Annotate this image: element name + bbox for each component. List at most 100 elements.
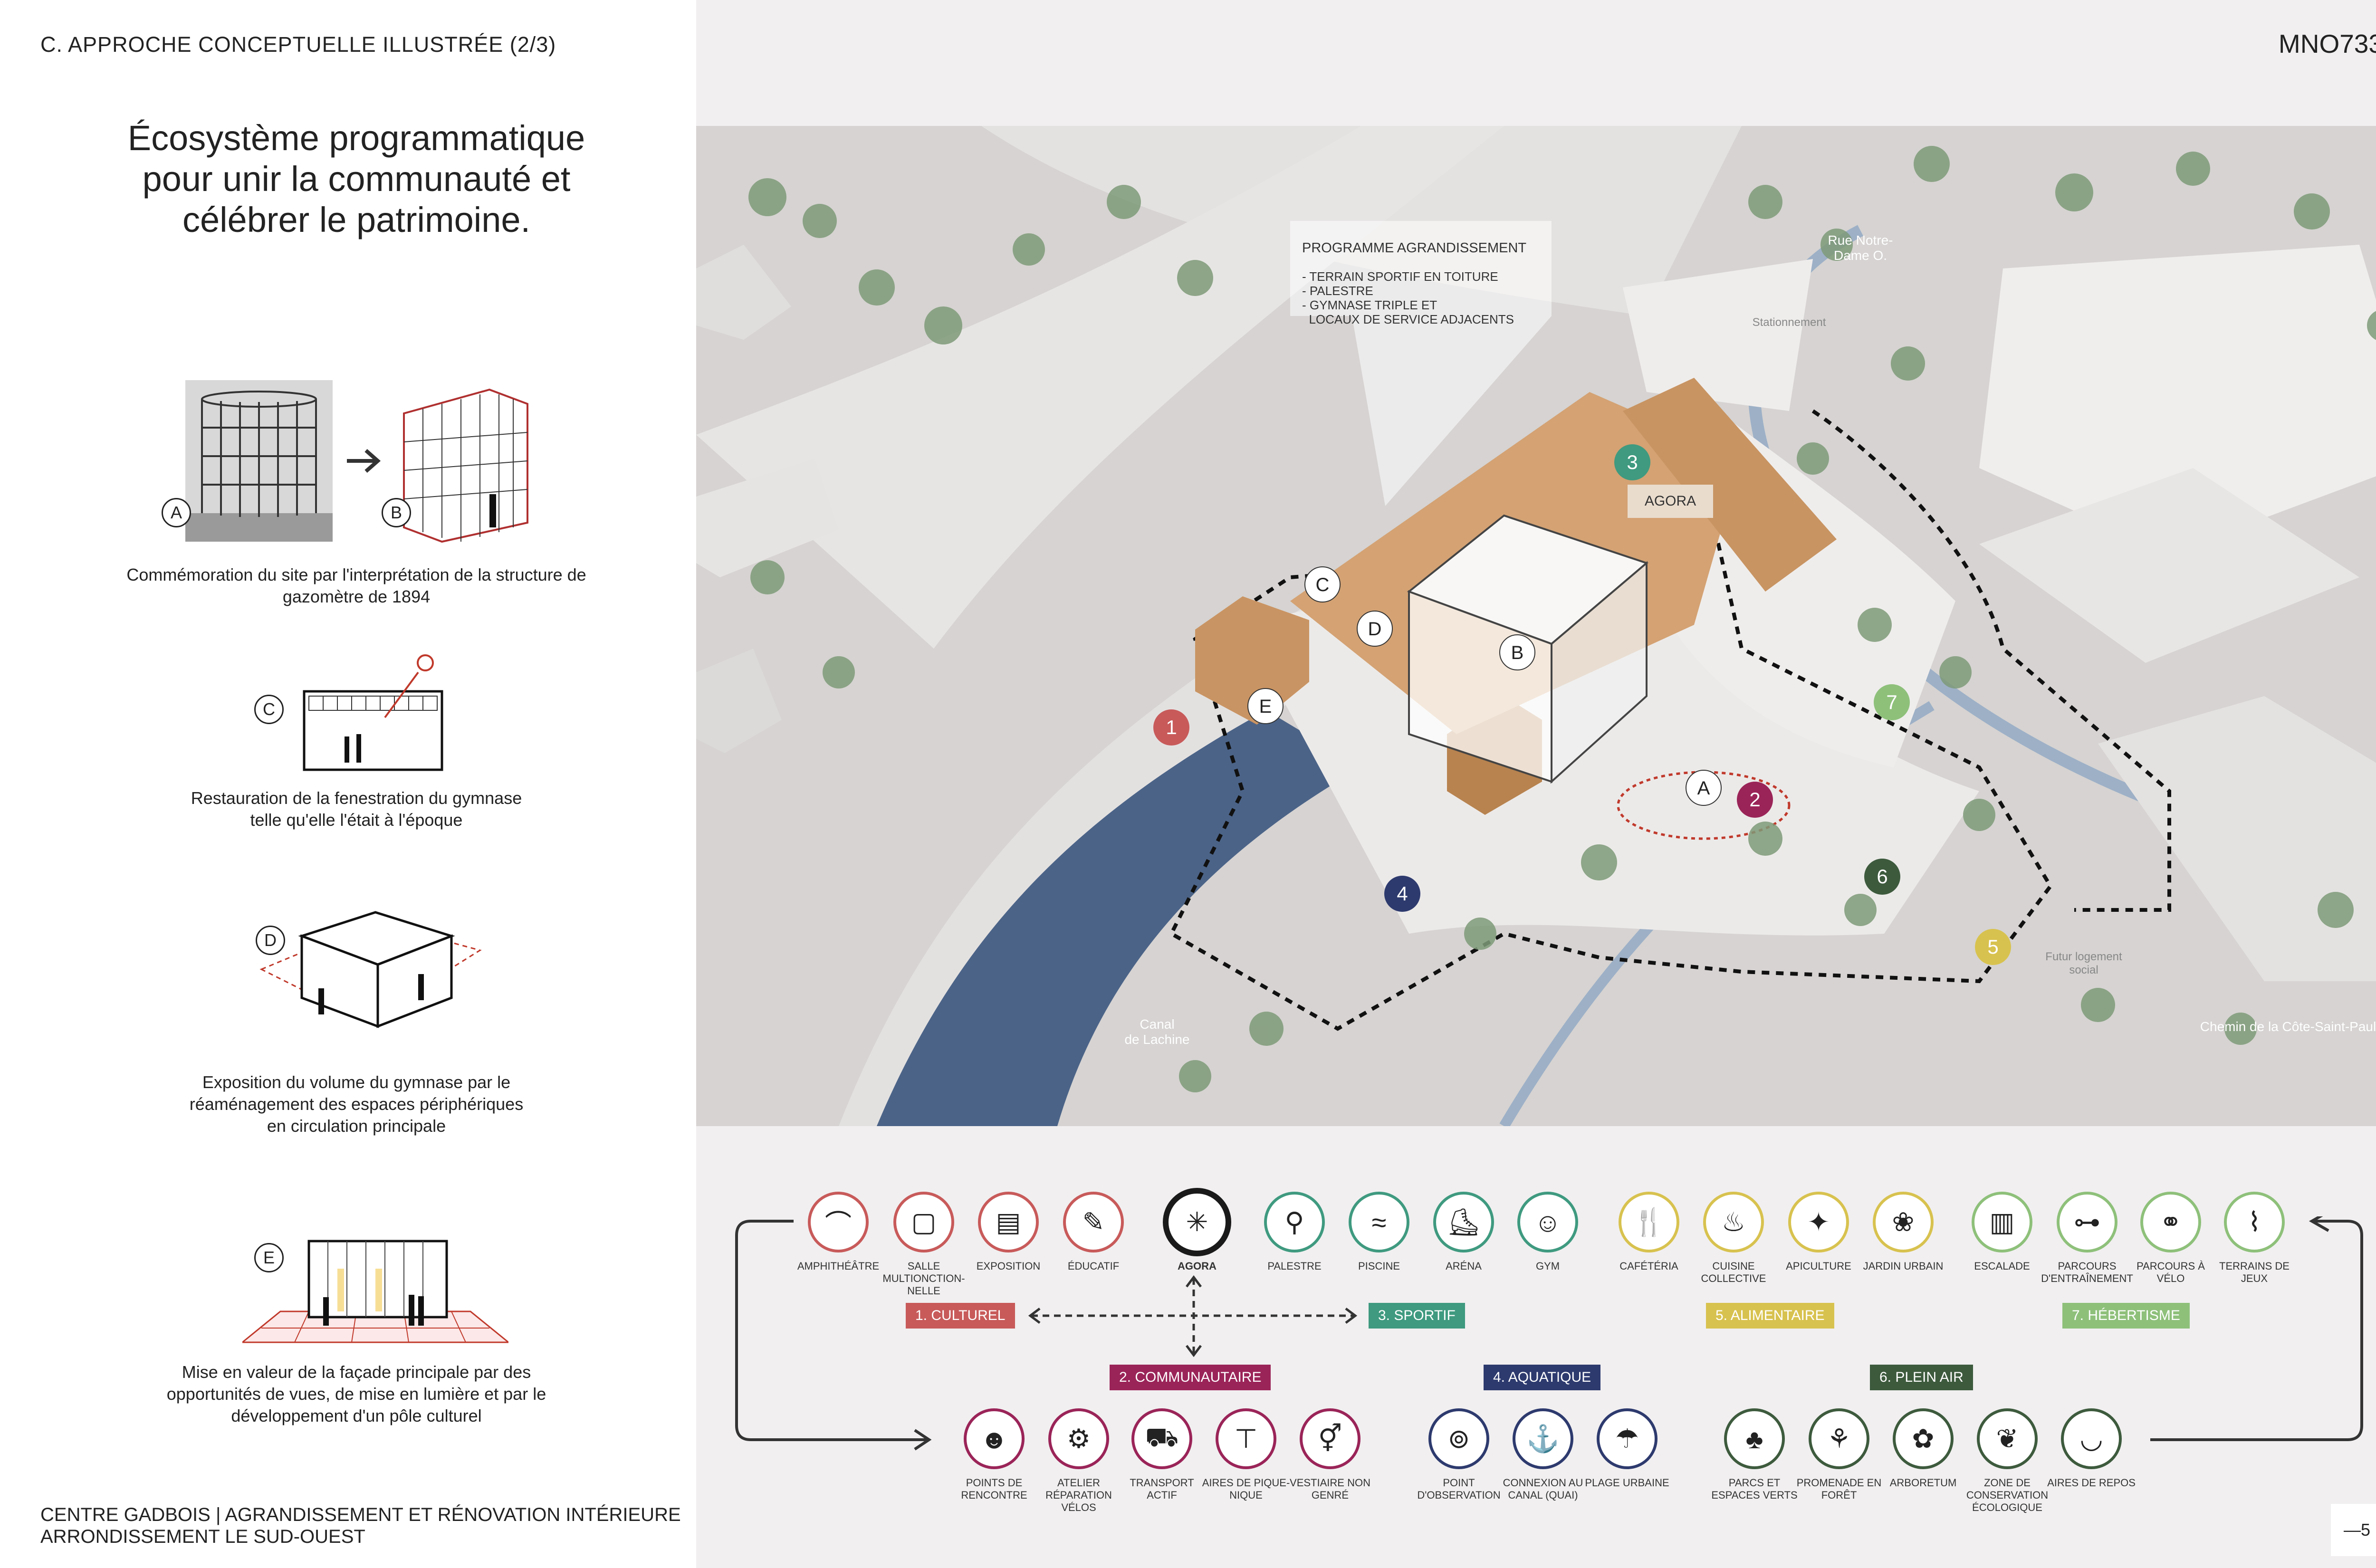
- headline-line: Écosystème programmatique: [127, 118, 585, 158]
- category-communautaire: 2. COMMUNAUTAIRE: [1110, 1365, 1271, 1390]
- slide-icon: ⌇: [2224, 1192, 2285, 1252]
- legend-item-label: PALESTRE: [1267, 1260, 1322, 1272]
- site-plan: PROGRAMME AGRANDISSEMENT - TERRAIN SPORT…: [696, 126, 2376, 1126]
- callout-item: - GYMNASE TRIPLE ET: [1302, 298, 1437, 312]
- legend-item-label: APICULTURE: [1786, 1260, 1851, 1272]
- agora-label: AGORA: [1628, 485, 1713, 518]
- footer-line: ARRONDISSEMENT LE SUD-OUEST: [40, 1526, 365, 1547]
- dumbbell-icon: ⊶: [2057, 1192, 2117, 1252]
- canal-label: Canal de Lachine: [1110, 1017, 1205, 1047]
- canal-line: de Lachine: [1124, 1032, 1190, 1047]
- caption-line: Mise en valeur de la façade principale p…: [182, 1362, 531, 1382]
- gender-neutral-icon: ⚥: [1300, 1408, 1360, 1469]
- callout-item: LOCAUX DE SERVICE ADJACENTS: [1302, 312, 1514, 326]
- stove-icon: ♨: [1703, 1192, 1764, 1252]
- legend-item-label: VESTIAIRE NON GENRÉ: [1290, 1477, 1370, 1501]
- education-icon: ✎: [1063, 1192, 1124, 1252]
- picnic-table-icon: ⊤: [1216, 1408, 1276, 1469]
- street-label: Rue Notre- Dame O.: [1813, 233, 1908, 263]
- park-trees-icon: ♣: [1724, 1408, 1785, 1469]
- callout-item: - TERRAIN SPORTIF EN TOITURE: [1302, 269, 1498, 284]
- concept-column: C. APPROCHE CONCEPTUELLE ILLUSTRÉE (2/3)…: [0, 0, 696, 1568]
- site-plan-drawing: [696, 126, 2376, 1126]
- caption-line: développement d'un pôle culturel: [231, 1406, 482, 1425]
- legend-item-label: PARCOURS À VÉLO: [2136, 1260, 2205, 1284]
- category-pleinair: 6. PLEIN AIR: [1870, 1365, 1973, 1390]
- legend-item-label: PARCOURS D'ENTRAÎNEMENT: [2041, 1260, 2133, 1284]
- zone-marker-7: 7: [1874, 684, 1910, 720]
- map-label-e: E: [1247, 688, 1284, 724]
- gym-icon: ☺: [1517, 1192, 1578, 1252]
- legend-item-label: SALLE MULTIONCTION-NELLE: [882, 1260, 965, 1297]
- caption-line: Restauration de la fenestration du gymna…: [191, 788, 522, 808]
- swimming-pool-icon: ≈: [1349, 1192, 1409, 1252]
- caption-line: telle qu'elle l'était à l'époque: [250, 810, 463, 830]
- street-line: Dame O.: [1833, 248, 1887, 263]
- project-footer: CENTRE GADBOIS | AGRANDISSEMENT ET RÉNOV…: [40, 1504, 681, 1548]
- gym-volume-illustration: [259, 911, 482, 1028]
- street-line: Rue Notre-: [1828, 233, 1893, 248]
- callout-item: - PALESTRE: [1302, 284, 1373, 298]
- zone-marker-5: 5: [1975, 929, 2011, 965]
- legend-item-label: ARBORETUM: [1889, 1477, 1957, 1489]
- category-aquatique: 4. AQUATIQUE: [1484, 1365, 1601, 1390]
- dock-icon: ⚓: [1513, 1408, 1573, 1469]
- bicycle-icon: ⚭: [2140, 1192, 2201, 1252]
- legend-item-label: AMPHITHÉÂTRE: [797, 1260, 880, 1272]
- legend-item-label: PARCS ET ESPACES VERTS: [1711, 1477, 1798, 1501]
- zone-marker-1: 1: [1153, 709, 1189, 746]
- category-sportif: 3. SPORTIF: [1369, 1303, 1465, 1329]
- legend-item-label: PLAGE URBAINE: [1585, 1477, 1669, 1489]
- housing-label: Futur logement social: [2017, 950, 2150, 977]
- headline-line: célébrer le patrimoine.: [182, 200, 531, 239]
- arboretum-icon: ✿: [1893, 1408, 1954, 1469]
- footer-line: CENTRE GADBOIS | AGRANDISSEMENT ET RÉNOV…: [40, 1504, 681, 1525]
- window-restoration-illustration: [303, 654, 443, 771]
- legend-item-label: PROMENADE EN FORÊT: [1796, 1477, 1882, 1501]
- beach-umbrella-icon: ☂: [1597, 1408, 1657, 1469]
- active-transport-icon: ⛟: [1131, 1408, 1192, 1469]
- program-callout: PROGRAMME AGRANDISSEMENT - TERRAIN SPORT…: [1302, 241, 1549, 326]
- map-label-c: C: [1304, 566, 1341, 602]
- headline: Écosystème programmatique pour unir la c…: [71, 118, 642, 240]
- bike-repair-icon: ⚙: [1048, 1408, 1109, 1469]
- legend-flow-lines: [735, 1216, 2363, 1451]
- caption-line: en circulation principale: [267, 1116, 446, 1136]
- zone-marker-3: 3: [1614, 444, 1650, 480]
- caption-line: Commémoration du site par l'interprétati…: [126, 565, 586, 584]
- label-a: A: [162, 498, 191, 527]
- amphitheatre-icon: ⌒: [808, 1192, 869, 1252]
- legend-item-label: PISCINE: [1358, 1260, 1400, 1272]
- legend-item-label: ATELIER RÉPARATION VÉLOS: [1045, 1477, 1112, 1513]
- meeting-point-icon: ☻: [964, 1408, 1025, 1469]
- headline-line: pour unir la communauté et: [142, 159, 571, 199]
- garden-icon: ❀: [1873, 1192, 1934, 1252]
- legend-item-label: CONNEXION AU CANAL (QUAI): [1503, 1477, 1583, 1501]
- map-label-a: A: [1686, 770, 1722, 806]
- bee-icon: ✦: [1788, 1192, 1849, 1252]
- ice-skate-icon: ⛸: [1433, 1192, 1494, 1252]
- caption-line: réaménagement des espaces périphériques: [189, 1094, 524, 1114]
- map-label-d: D: [1357, 611, 1393, 647]
- zone-marker-6: 6: [1864, 859, 1900, 895]
- label-b: B: [382, 498, 411, 527]
- legend-item-label: AIRES DE PIQUE-NIQUE: [1202, 1477, 1290, 1501]
- legend-item-label: CAFÉTÉRIA: [1619, 1260, 1678, 1272]
- street-label-2: Chemin de la Côte-Saint-Paul: [2200, 1019, 2376, 1034]
- zone-marker-2: 2: [1737, 782, 1773, 818]
- page-number: —5: [2331, 1504, 2376, 1556]
- legend-item-label: CUISINE COLLECTIVE: [1701, 1260, 1766, 1284]
- concept-ab-caption: Commémoration du site par l'interprétati…: [71, 564, 642, 608]
- conservation-icon: ❦: [1977, 1408, 2038, 1469]
- category-hebertisme: 7. HÉBERTISME: [2062, 1303, 2190, 1329]
- callout-title: PROGRAMME AGRANDISSEMENT: [1302, 240, 1527, 256]
- hammock-icon: ◡: [2061, 1408, 2122, 1469]
- legend-item-label: JARDIN URBAIN: [1863, 1260, 1944, 1272]
- concept-d-caption: Exposition du volume du gymnase par le r…: [71, 1071, 642, 1137]
- label-c: C: [254, 695, 284, 724]
- legend-item-label: ZONE DE CONSERVATION ÉCOLOGIQUE: [1966, 1477, 2049, 1513]
- section-title: C. APPROCHE CONCEPTUELLE ILLUSTRÉE (2/3): [40, 32, 556, 57]
- housing-line: social: [2069, 964, 2098, 976]
- caption-line: gazomètre de 1894: [282, 587, 431, 606]
